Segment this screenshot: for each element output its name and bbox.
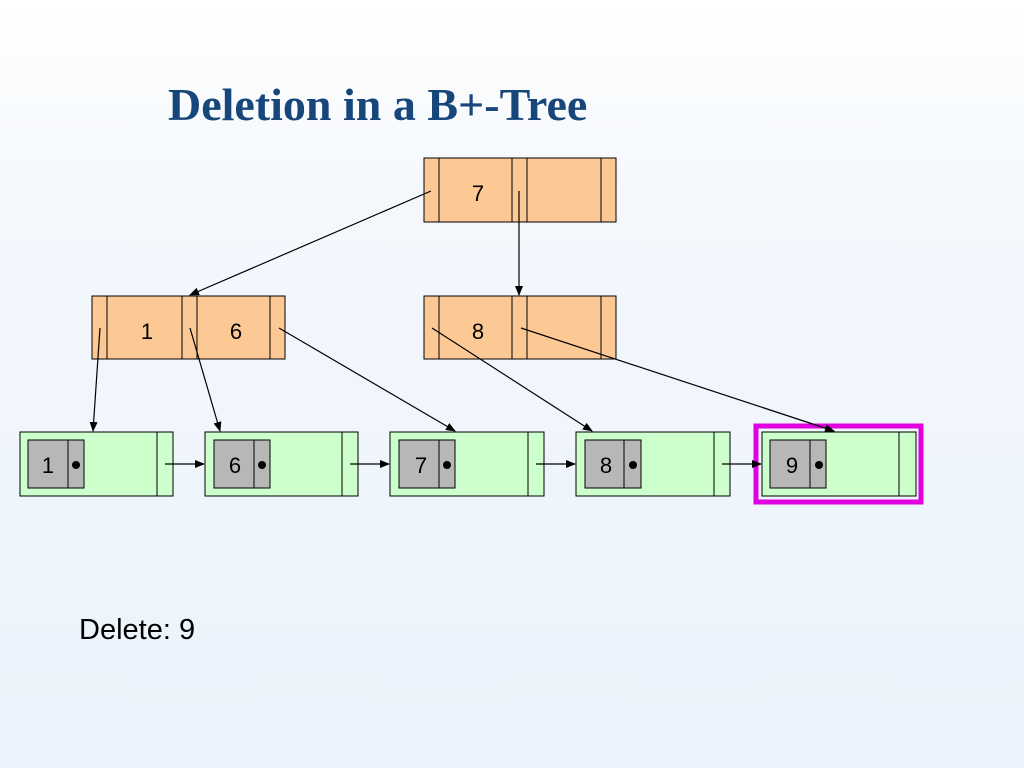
leaf-1-record-pointer (72, 461, 80, 469)
internal-left-key-1: 1 (141, 319, 153, 344)
leaf-node-4: 8 (575, 431, 731, 497)
leaf-node-2: 6 (204, 431, 359, 497)
pointer-internal-left-to-leaf-1 (89, 327, 101, 432)
leaf-3-key: 7 (415, 453, 427, 478)
leaf-5-key: 9 (786, 453, 798, 478)
pointer-internal-right-to-leaf-4 (431, 327, 593, 432)
operation-caption: Delete: 9 (79, 614, 196, 646)
pointer-internal-left-to-leaf-2 (189, 327, 222, 432)
leaf-node-1: 1 (19, 431, 174, 497)
root-node: 7 (423, 157, 617, 223)
pointer-root-to-left-internal (189, 190, 432, 296)
leaf-1-key: 1 (42, 453, 54, 478)
leaf-5-record-pointer (815, 461, 823, 469)
leaf-2-key: 6 (229, 453, 241, 478)
internal-right-key-1: 8 (472, 319, 484, 344)
leaf-4-key: 8 (600, 453, 612, 478)
internal-left-key-2: 6 (230, 319, 242, 344)
pointer-internal-right-to-leaf-5 (520, 327, 835, 432)
leaf-node-5-highlighted: 9 (753, 423, 924, 505)
root-key-1: 7 (472, 181, 484, 206)
leaf-2-record-pointer (258, 461, 266, 469)
pointer-internal-left-to-leaf-3 (278, 327, 456, 432)
leaf-3-record-pointer (443, 461, 451, 469)
slide-title: Deletion in a B+-Tree (168, 79, 588, 130)
leaf-node-3: 7 (389, 431, 545, 497)
leaf-4-record-pointer (629, 461, 637, 469)
internal-node-left: 1 6 (91, 295, 286, 360)
